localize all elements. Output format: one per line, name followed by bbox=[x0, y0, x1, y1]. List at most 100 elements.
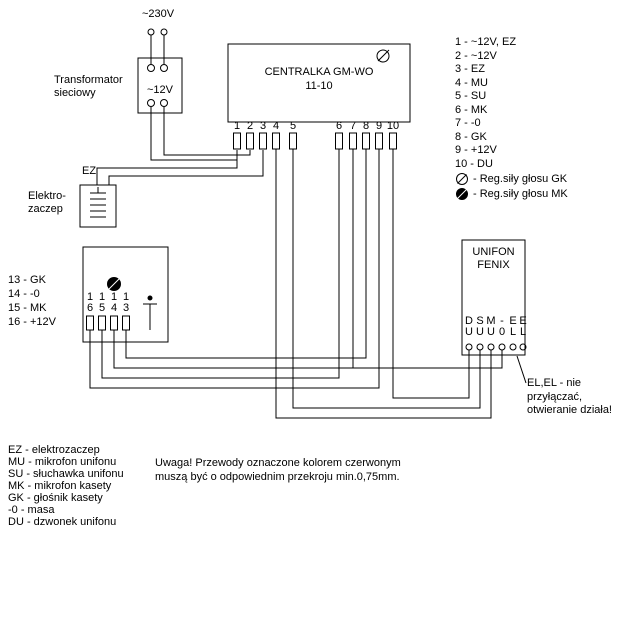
terminal-block bbox=[289, 132, 297, 150]
unifon-terminal-0: - 0 bbox=[497, 316, 507, 338]
terminal-letter: S bbox=[476, 315, 484, 327]
legend-item: 4 - MU bbox=[455, 76, 488, 89]
centralka-model: 11-10 bbox=[305, 80, 333, 92]
kaseta-terminal-15: 1 5 bbox=[97, 292, 107, 314]
terminal-digit: 5 bbox=[98, 302, 106, 314]
terminal-letter: M bbox=[486, 315, 496, 327]
terminal-block bbox=[375, 132, 383, 150]
legend-item: 2 - ~12V bbox=[455, 49, 497, 62]
transformer-label: Transformator sieciowy bbox=[54, 74, 123, 100]
terminal-number-5: 5 bbox=[289, 120, 297, 132]
terminal-block bbox=[110, 315, 118, 331]
el-note-line: przyłączać, bbox=[527, 390, 583, 403]
transformer-label-line1: Transformator bbox=[54, 74, 123, 86]
wire-trafo-terminal2 bbox=[163, 107, 251, 156]
ez-device-label-line2: zaczep bbox=[28, 203, 63, 215]
legend-item: 6 - MK bbox=[455, 103, 488, 116]
legend-item: 5 - SU bbox=[455, 90, 487, 102]
el-note-line: otwieranie działa! bbox=[527, 404, 612, 416]
legend-item: MU - mikrofon unifonu bbox=[8, 456, 117, 468]
volume-regulator-gk-icon bbox=[376, 49, 390, 63]
terminal-block bbox=[259, 132, 267, 150]
unifon-title-line1: UNIFON bbox=[472, 246, 515, 258]
kaseta-pin-label: 14 - -0 bbox=[8, 288, 40, 300]
terminal-number-6: 6 bbox=[335, 120, 343, 132]
terminal-letter: U bbox=[487, 326, 495, 338]
terminal-letter: U bbox=[476, 326, 484, 338]
warning-note: Uwaga! Przewody oznaczone kolorem czerwo… bbox=[155, 457, 401, 484]
legend-reg-mk-row: - Reg.siły głosu MK bbox=[455, 187, 568, 201]
wire-plus12v bbox=[89, 149, 380, 389]
terminal-letter: L bbox=[509, 326, 517, 338]
warning-line: Uwaga! Przewody oznaczone kolorem czerwo… bbox=[155, 457, 401, 469]
terminal-number-4: 4 bbox=[272, 120, 280, 132]
ez-label: EZ bbox=[82, 165, 97, 177]
terminal-letter: E bbox=[509, 315, 517, 327]
legend-item: DU - dzwonek unifonu bbox=[8, 516, 117, 528]
el-note-pointer-line bbox=[516, 355, 527, 384]
terminal-number-7: 7 bbox=[349, 120, 357, 132]
ez-device-label: Elektro- zaczep bbox=[28, 190, 66, 216]
mains-terminals bbox=[147, 28, 168, 64]
legend-reg-mk-text: - Reg.siły głosu MK bbox=[473, 188, 568, 200]
wire-trafo-terminal1 bbox=[150, 107, 237, 161]
kaseta-pin-label: 13 - GK bbox=[8, 274, 46, 286]
abbreviation-legend: EZ - elektrozaczep MU - mikrofon unifonu… bbox=[8, 444, 124, 528]
legend-reg-gk-text: - Reg.siły głosu GK bbox=[473, 173, 568, 185]
terminal-number-2: 2 bbox=[246, 120, 254, 132]
terminal-block bbox=[272, 132, 280, 150]
kaseta-terminal-13: 1 3 bbox=[121, 292, 131, 314]
terminal-digit: 1 bbox=[98, 291, 106, 303]
legend-item: 1 - ~12V, EZ bbox=[455, 36, 517, 48]
el-note: EL,EL - nie przyłączać, otwieranie dział… bbox=[527, 377, 612, 418]
unifon-terminal-circles bbox=[465, 343, 527, 351]
terminal-block bbox=[122, 315, 130, 331]
unifon-box bbox=[461, 239, 527, 356]
centralka-box bbox=[227, 43, 411, 123]
wire-ez-terminal1 bbox=[96, 150, 238, 185]
centralka-title: CENTRALKA GM-WO bbox=[264, 66, 374, 78]
terminal-digit: 3 bbox=[122, 302, 130, 314]
circle-slash-filled-icon bbox=[456, 188, 468, 200]
terminal-letter: E bbox=[519, 315, 527, 327]
terminal-letter: L bbox=[519, 326, 527, 338]
unifon-terminal-mu: M U bbox=[486, 316, 496, 338]
circle-slash-icon bbox=[456, 173, 468, 185]
warning-line: muszą być o odpowiednim przekroju min.0,… bbox=[155, 470, 400, 483]
terminal-letter: - bbox=[500, 315, 504, 327]
ez-coil-symbol bbox=[90, 187, 106, 218]
mains-voltage-label: ~230V bbox=[141, 8, 175, 20]
legend-item: -0 - masa bbox=[8, 504, 55, 516]
wire-mu bbox=[275, 149, 492, 419]
legend-item: 8 - GK bbox=[455, 130, 487, 143]
legend-item: 7 - -0 bbox=[455, 117, 481, 129]
terminal-digit: 1 bbox=[86, 291, 94, 303]
call-button-symbol bbox=[143, 295, 157, 330]
unifon-terminal-el2: E L bbox=[518, 316, 528, 338]
legend-item: 3 - EZ bbox=[455, 63, 485, 75]
transformer-box bbox=[137, 57, 183, 114]
terminal-number-3: 3 bbox=[259, 120, 267, 132]
terminal-number-8: 8 bbox=[362, 120, 370, 132]
kaseta-terminal-16: 1 6 bbox=[85, 292, 95, 314]
wire-du bbox=[392, 149, 470, 399]
wire-ez-terminal3 bbox=[108, 150, 264, 185]
wire-mk bbox=[101, 149, 340, 379]
terminal-digit: 6 bbox=[86, 302, 94, 314]
centralka-terminal-blocks bbox=[233, 132, 397, 150]
kaseta-pin-label: 15 - MK bbox=[8, 302, 47, 314]
terminal-digit: 4 bbox=[110, 302, 118, 314]
unifon-title-line2: FENIX bbox=[477, 259, 510, 271]
terminal-block bbox=[389, 132, 397, 150]
transformer-secondary-label: ~12V bbox=[147, 84, 173, 96]
terminal-digit: 1 bbox=[110, 291, 118, 303]
volume-regulator-mk-icon bbox=[107, 277, 121, 291]
unifon-terminal-el1: E L bbox=[508, 316, 518, 338]
legend-item: SU - słuchawka unifonu bbox=[8, 468, 124, 480]
legend-reg-gk-row: - Reg.siły głosu GK bbox=[455, 172, 568, 186]
wires bbox=[89, 107, 503, 419]
terminal-letter: 0 bbox=[498, 326, 506, 338]
transformer-label-line2: sieciowy bbox=[54, 87, 96, 99]
